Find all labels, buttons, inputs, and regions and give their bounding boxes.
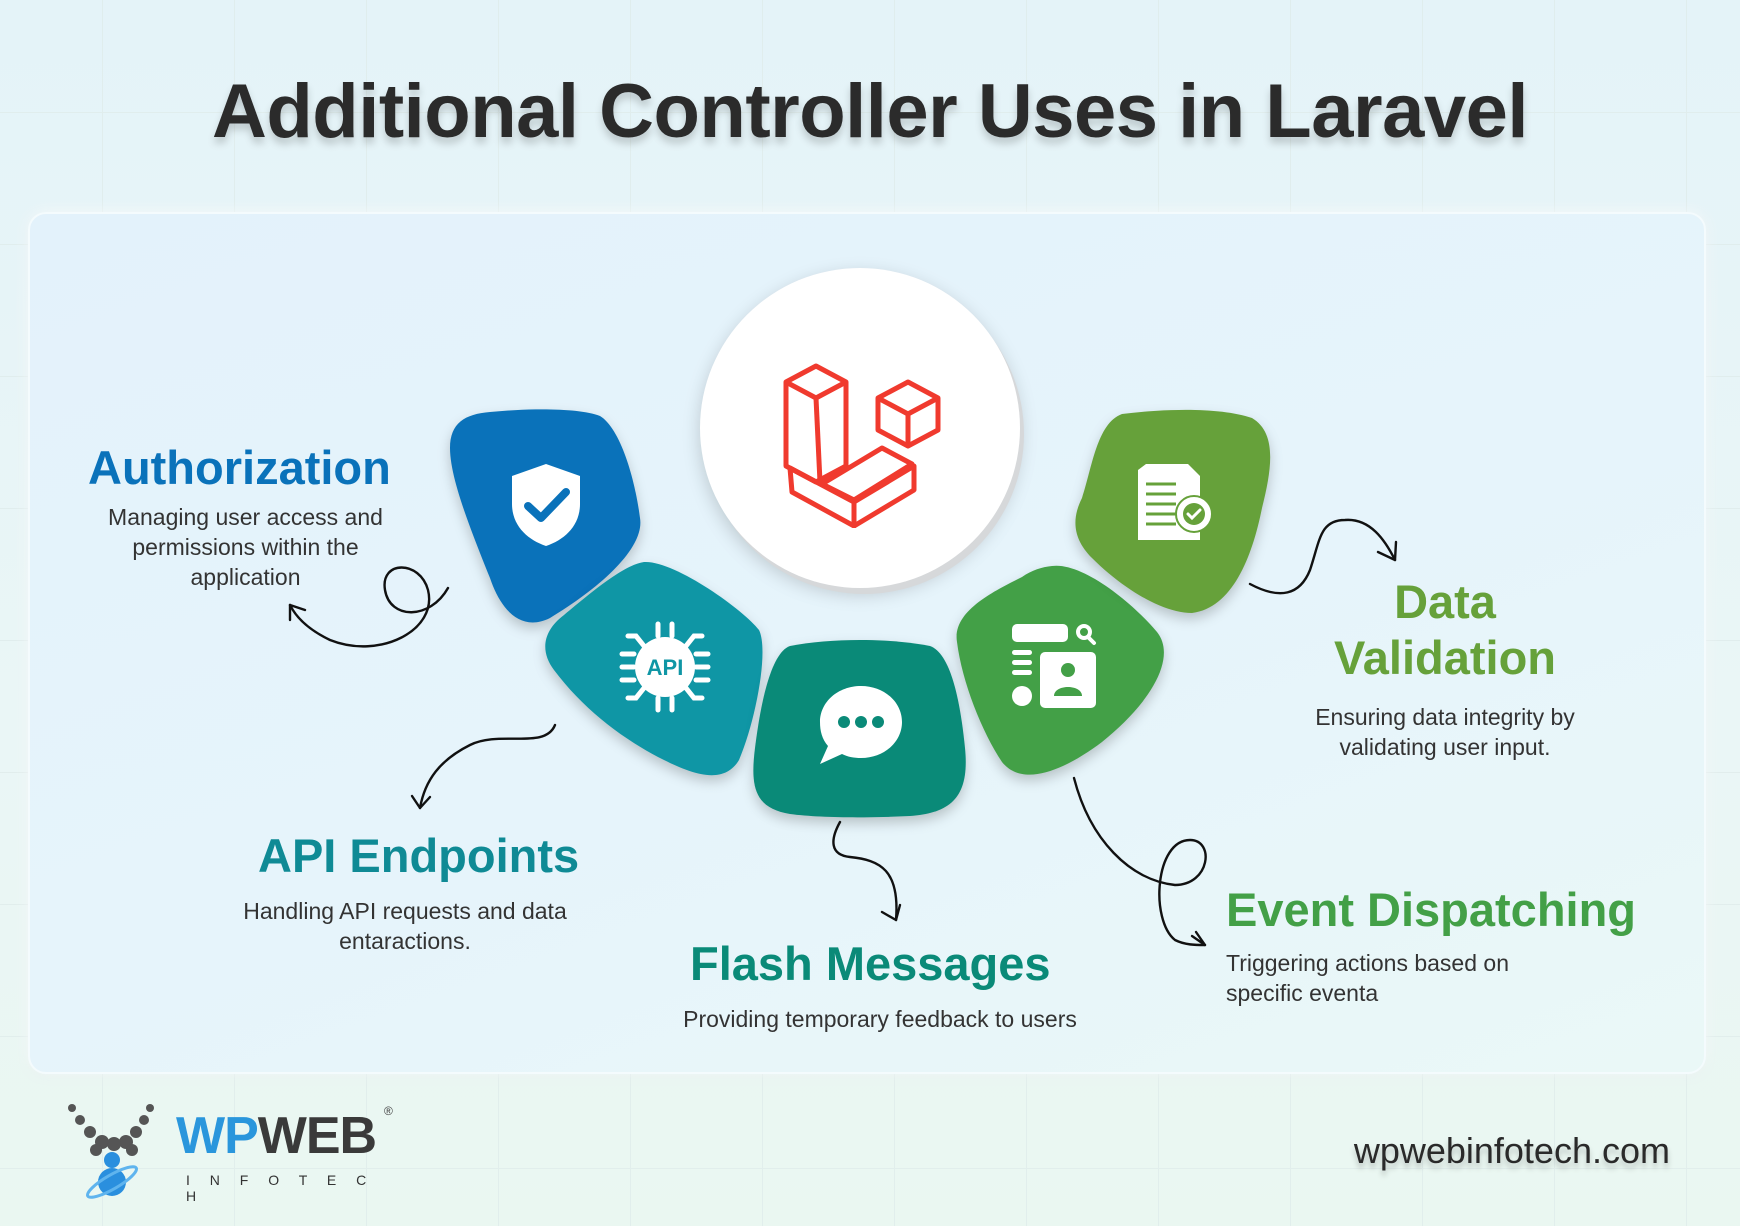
- website-url[interactable]: wpwebinfotech.com: [1353, 1130, 1670, 1171]
- flash-messages-heading: Flash Messages: [690, 937, 1051, 990]
- flash-messages-description: Providing temporary feedback to users: [683, 1006, 1077, 1032]
- logo-web: WEB: [257, 1107, 377, 1165]
- api-endpoints-description: Handling API requests and data entaracti…: [243, 898, 567, 954]
- profile-search-icon: [1012, 624, 1096, 708]
- shield-check-icon: [512, 464, 580, 546]
- svg-text:API: API: [647, 655, 684, 680]
- page-title: Additional Controller Uses in Laravel: [212, 69, 1529, 154]
- event-dispatching-description: Triggering actions based on specific eve…: [1226, 950, 1509, 1006]
- data-validation-heading-line2: Validation: [1334, 631, 1556, 684]
- chat-bubble-icon: [820, 686, 902, 764]
- data-validation-heading-line1: Data: [1394, 575, 1496, 628]
- document-gear-check-icon: [1138, 464, 1213, 540]
- laravel-center-circle: [700, 268, 1020, 588]
- api-endpoints-heading: API Endpoints: [258, 829, 580, 882]
- wpweb-logo: WPWEB ® I N F O T E C H: [66, 1102, 396, 1204]
- laravel-logo-icon: [783, 363, 941, 528]
- logo-subtitle: I N F O T E C H: [186, 1172, 375, 1204]
- api-chip-icon: API: [619, 621, 711, 713]
- logo-registered: ®: [384, 1104, 393, 1118]
- logo-wp: WP: [176, 1107, 259, 1165]
- data-validation-description: Ensuring data integrity by validating us…: [1315, 704, 1575, 760]
- authorization-description: Managing user access and permissions wit…: [108, 504, 383, 590]
- logo-mark-icon: [68, 1104, 154, 1199]
- authorization-heading: Authorization: [88, 441, 391, 494]
- event-dispatching-heading: Event Dispatching: [1226, 883, 1637, 936]
